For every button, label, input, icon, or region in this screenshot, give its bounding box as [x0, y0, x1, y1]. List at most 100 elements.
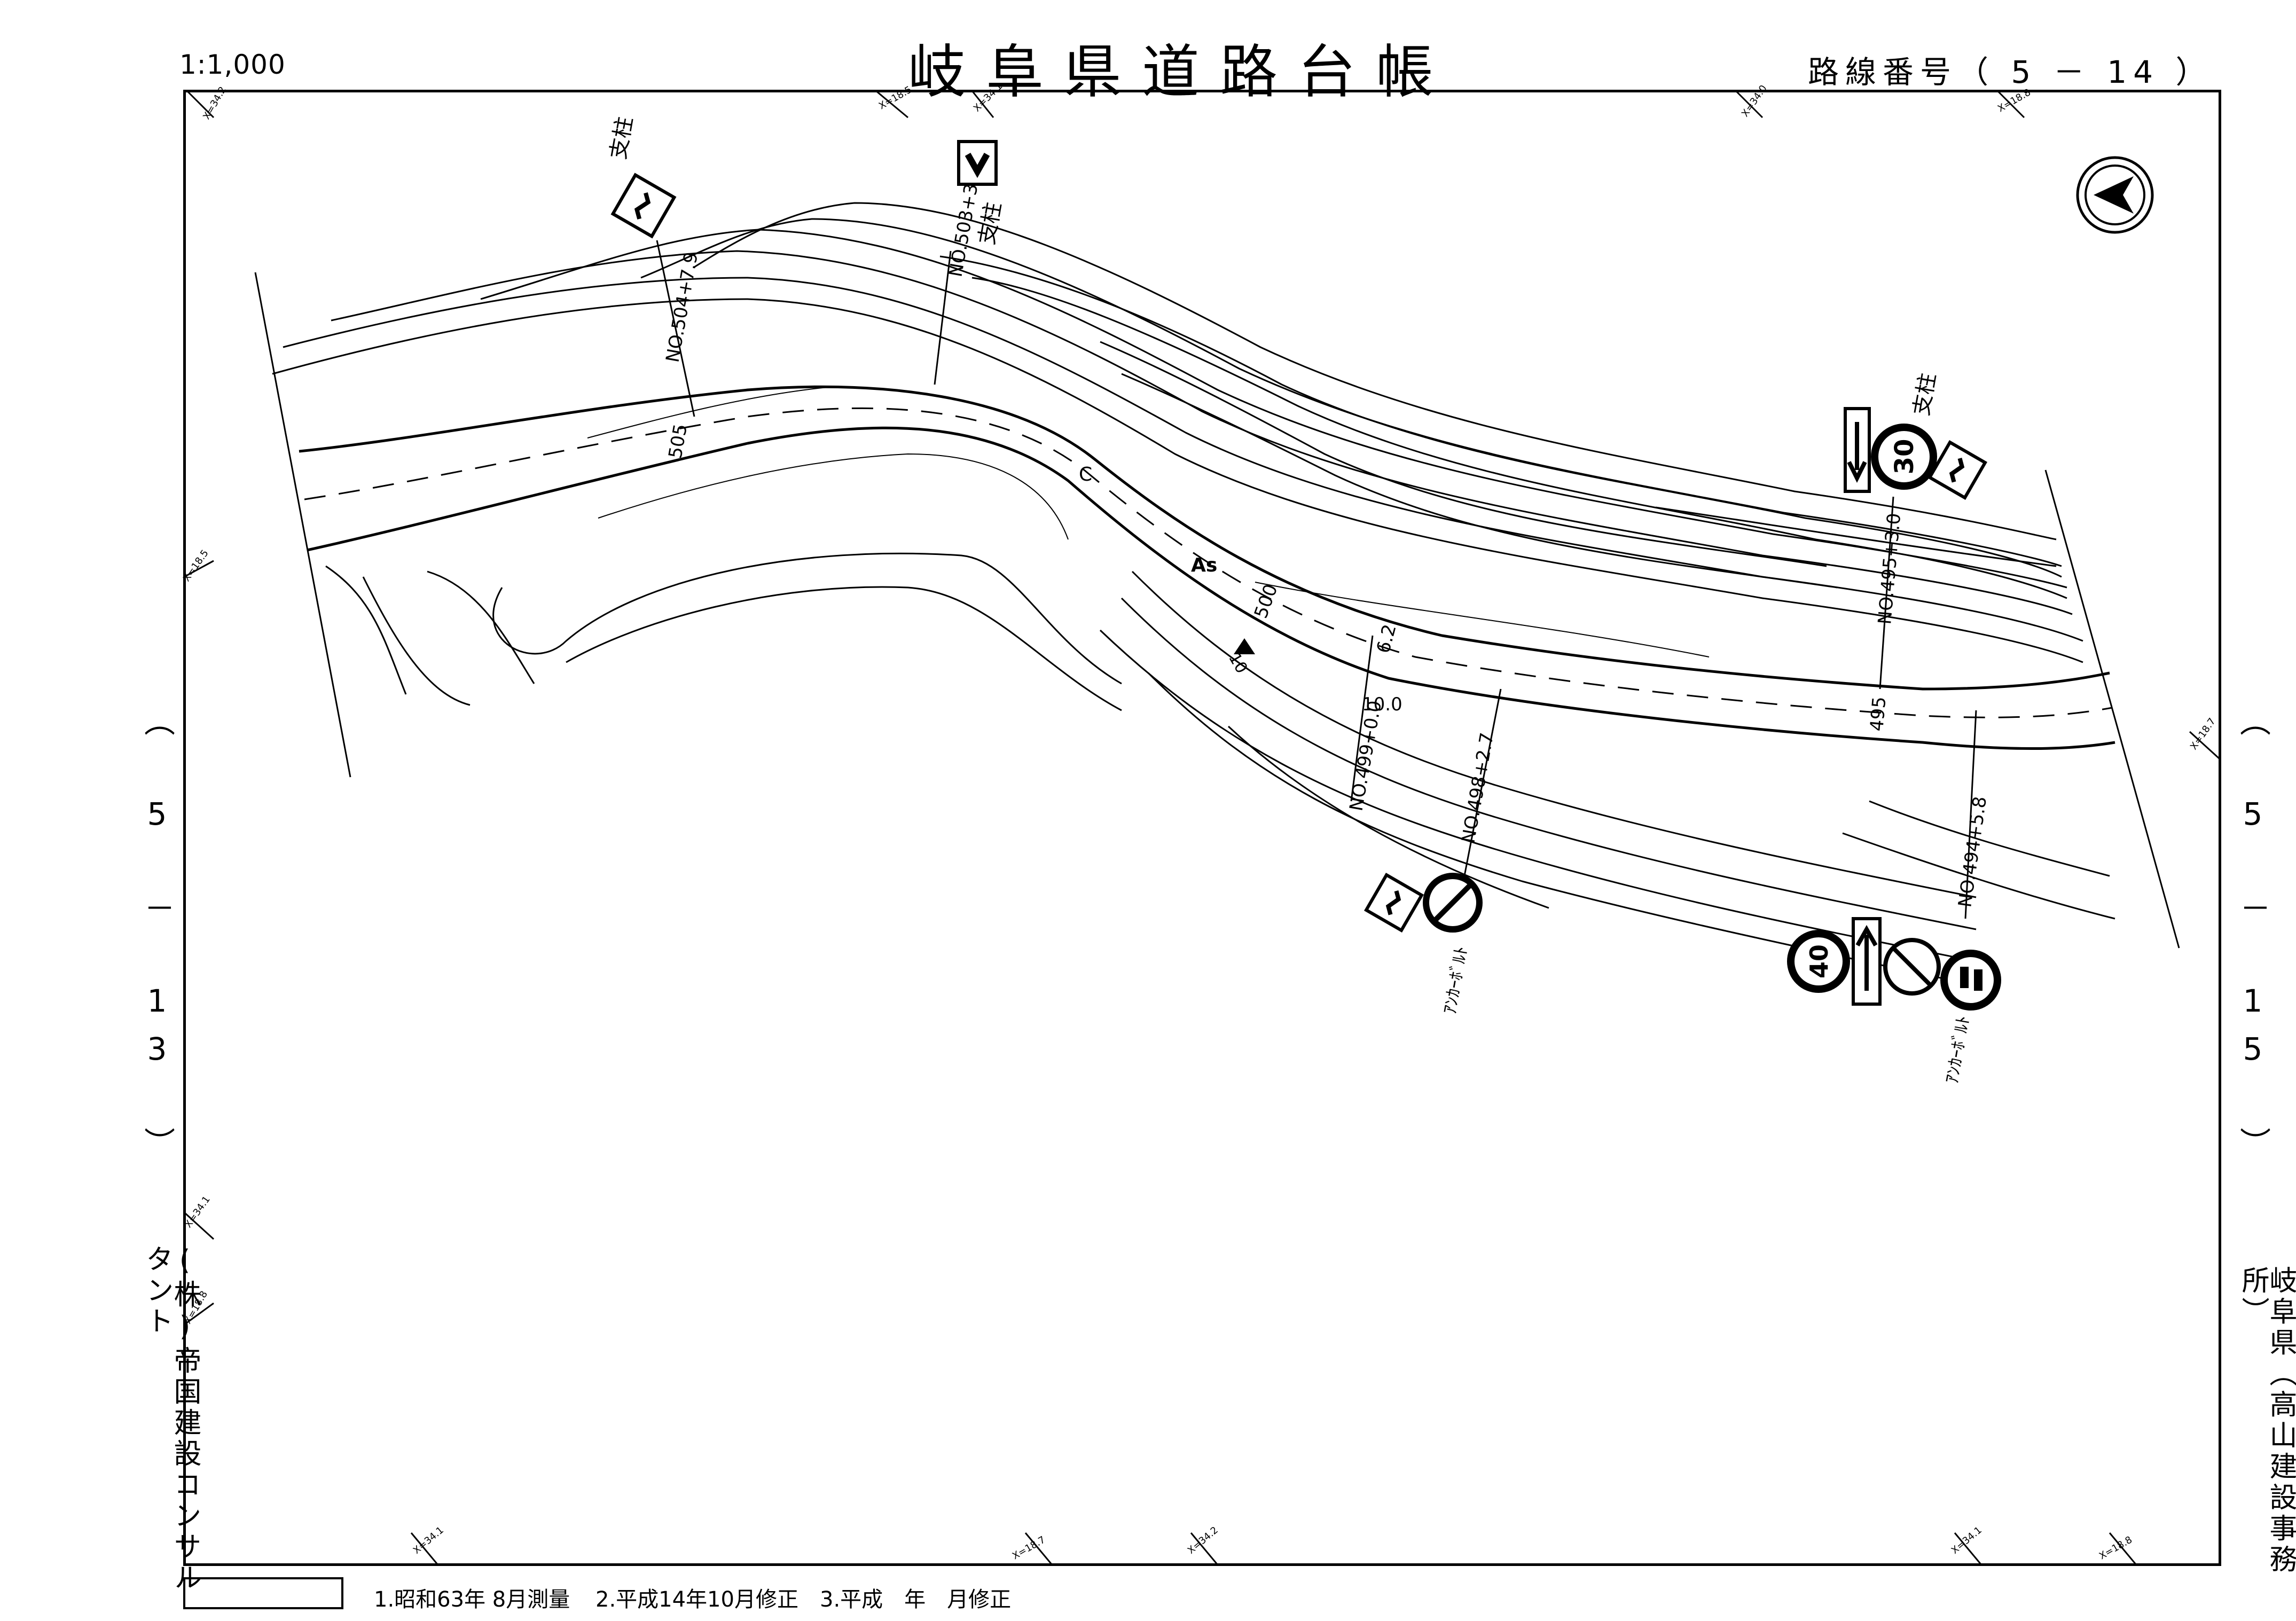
contour-line [939, 255, 2062, 578]
one-way-sign-icon [1844, 407, 1871, 493]
contour-line [694, 202, 2057, 541]
coord-label: X=18.8 [1996, 87, 2033, 114]
boundary-line-east [2044, 469, 2180, 949]
coord-tick [1954, 1532, 1982, 1565]
anchor-bolt-label: ｱﾝｶｰﾎﾞﾙﾄ [1941, 1014, 1973, 1085]
station-label: NO.499+0.0 [1345, 699, 1386, 813]
post-label: 支柱 [606, 115, 638, 161]
station-label: NO.494+5.8 [1954, 795, 1991, 909]
coord-label: X=18.5 [181, 548, 211, 584]
coord-label: X=34.0 [1739, 83, 1769, 119]
contour-line [1131, 570, 1977, 898]
one-way-sign-icon [1852, 917, 1882, 1006]
contour-line [1227, 725, 1549, 909]
station-mark: 495 [1866, 696, 1891, 732]
right-sheet-reference: （ 5 － 15 ） [2235, 705, 2271, 1170]
contour-line [362, 576, 471, 706]
dimension-label: 6.2 [1373, 622, 1401, 656]
scale-label: 1:1,000 [179, 49, 286, 80]
winding-road-sign-icon [1927, 440, 1988, 500]
chevron-sign-icon [957, 140, 998, 186]
station-leader [1350, 635, 1374, 802]
post-label: 支柱 [1909, 371, 1941, 418]
map-frame [183, 90, 2221, 1566]
coord-tick [1735, 90, 1764, 119]
coord-tick [971, 90, 994, 118]
shoulder-line [598, 453, 1069, 540]
coord-tick [1024, 1532, 1053, 1565]
speed-limit-sign-icon: 40 [1787, 930, 1850, 993]
coord-tick [875, 90, 908, 119]
station-leader [1462, 688, 1502, 882]
coord-tick [2109, 1532, 2137, 1565]
coord-label: X=18.8 [2097, 1534, 2134, 1562]
benchmark-triangle-icon [1234, 638, 1255, 654]
no-parking-sign-icon [1883, 938, 1941, 996]
no-overtaking-sign-icon [1940, 950, 2001, 1011]
station-mark: 505 [664, 422, 692, 460]
station-mark: 500 [1250, 581, 1282, 621]
winding-road-sign-icon [610, 173, 677, 239]
surface-label-concrete: C [1079, 464, 1092, 485]
contour-line [1655, 506, 2057, 567]
coord-tick [184, 560, 214, 578]
revision-note: 1.昭和63年 8月測量 [374, 1587, 570, 1612]
route-number: 路線番号（ 5 － 14 ） [1808, 54, 2213, 90]
post-label: 支柱 [975, 200, 1006, 247]
coord-tick [1190, 1532, 1219, 1565]
coord-label: X=18.7 [1010, 1534, 1047, 1562]
coord-tick [410, 1532, 439, 1565]
legend-box [183, 1577, 343, 1609]
contour-line [492, 552, 1122, 685]
svg-text:40: 40 [1805, 944, 1833, 978]
contour-line [1869, 800, 2110, 877]
station-leader [1964, 710, 1977, 919]
contour-line [1099, 629, 1977, 962]
revision-note: 3.平成 年 月修正 [820, 1587, 1012, 1612]
coord-label: X=34.2 [1186, 1524, 1220, 1556]
station-label: NO.498+2.7 [1457, 731, 1498, 845]
contour-line [566, 586, 1122, 711]
no-entry-sign-icon [1423, 873, 1483, 933]
contour-line [427, 570, 535, 684]
coord-label: X=34.1 [411, 1524, 446, 1556]
svg-text:30: 30 [1890, 439, 1919, 475]
anchor-bolt-label: ｱﾝｶｰﾎﾞﾙﾄ [1439, 945, 1471, 1016]
contour-line [283, 277, 2083, 642]
shoulder-line [1255, 582, 1710, 657]
coord-tick [186, 90, 215, 119]
contour-line [272, 298, 2083, 663]
speed-limit-sign-icon: 30 [1871, 424, 1937, 490]
boundary-line-west [254, 272, 351, 778]
north-arrow-icon [2076, 156, 2154, 234]
contour-line [331, 250, 2073, 615]
contour-line [1842, 832, 2115, 920]
coord-tick [1996, 90, 2025, 119]
coord-tick [2189, 731, 2220, 759]
coord-tick [184, 1302, 214, 1326]
coord-label: X=34.1 [1949, 1524, 1984, 1556]
station-leader [934, 250, 952, 385]
office-name: 岐阜県（高山建設事務所） [2237, 1266, 2296, 1576]
revision-note: 2.平成14年10月修正 [595, 1587, 798, 1612]
shoulder-line [587, 387, 828, 438]
contour-line [640, 218, 2062, 567]
company-name: (株)帝国建設コンサルタント [141, 1244, 201, 1594]
surface-label-asphalt: As [1191, 554, 1217, 576]
contour-line [1121, 373, 1838, 589]
contour-line [1100, 341, 1827, 567]
winding-road-sign-icon [1364, 872, 1424, 933]
coord-tick [183, 1211, 215, 1240]
contour-line [325, 565, 407, 695]
station-leader [1879, 496, 1894, 690]
coord-label: X=34.2 [201, 85, 229, 122]
station-label: NO.504+7.9 [662, 250, 702, 364]
contour-line [1120, 597, 1977, 930]
sheet-title: 岐阜県道路台帳 [908, 39, 1454, 106]
station-leader [656, 240, 695, 417]
road-south-edge [307, 426, 2115, 750]
dimension-label: 10.0 [1362, 694, 1402, 715]
road-north-edge [299, 385, 2110, 691]
left-sheet-reference: （ 5 － 13 ） [139, 705, 175, 1170]
